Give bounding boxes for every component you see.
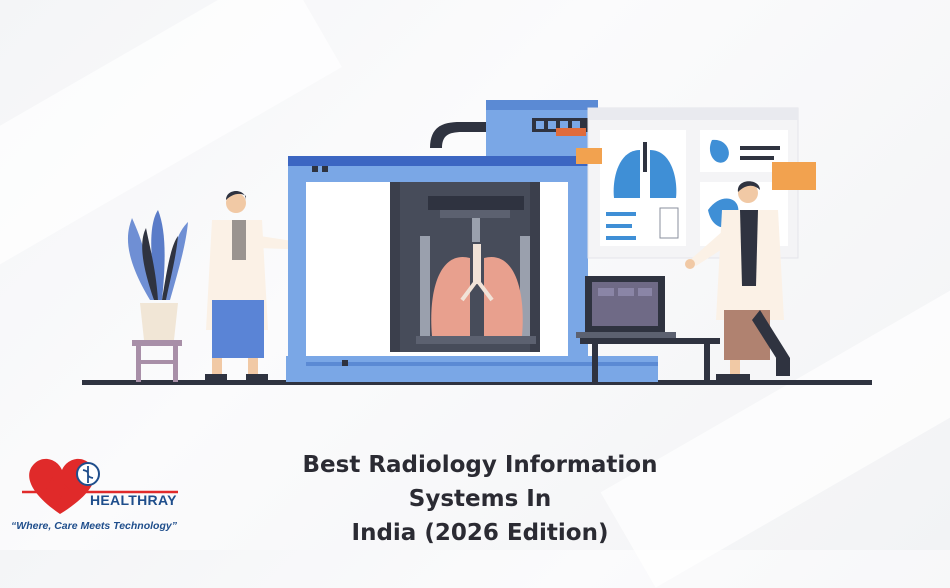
- title-line-1: Best Radiology Information Systems In: [302, 452, 658, 512]
- radiology-illustration: [82, 100, 872, 385]
- potted-plant: [127, 210, 188, 382]
- brand-tagline: “Where, Care Meets Technology”: [11, 520, 177, 532]
- doctor-left: [205, 191, 319, 381]
- page-title: Best Radiology Information Systems In In…: [250, 448, 710, 550]
- doctor-right: [685, 181, 790, 381]
- laptop-desk: [576, 276, 720, 382]
- floor-line: [82, 380, 872, 385]
- brand-name: HEALTHRAY: [90, 492, 177, 508]
- lung-model: [416, 196, 536, 344]
- title-line-2: India (2026 Edition): [351, 520, 609, 546]
- heart-caduceus-icon: [22, 458, 178, 514]
